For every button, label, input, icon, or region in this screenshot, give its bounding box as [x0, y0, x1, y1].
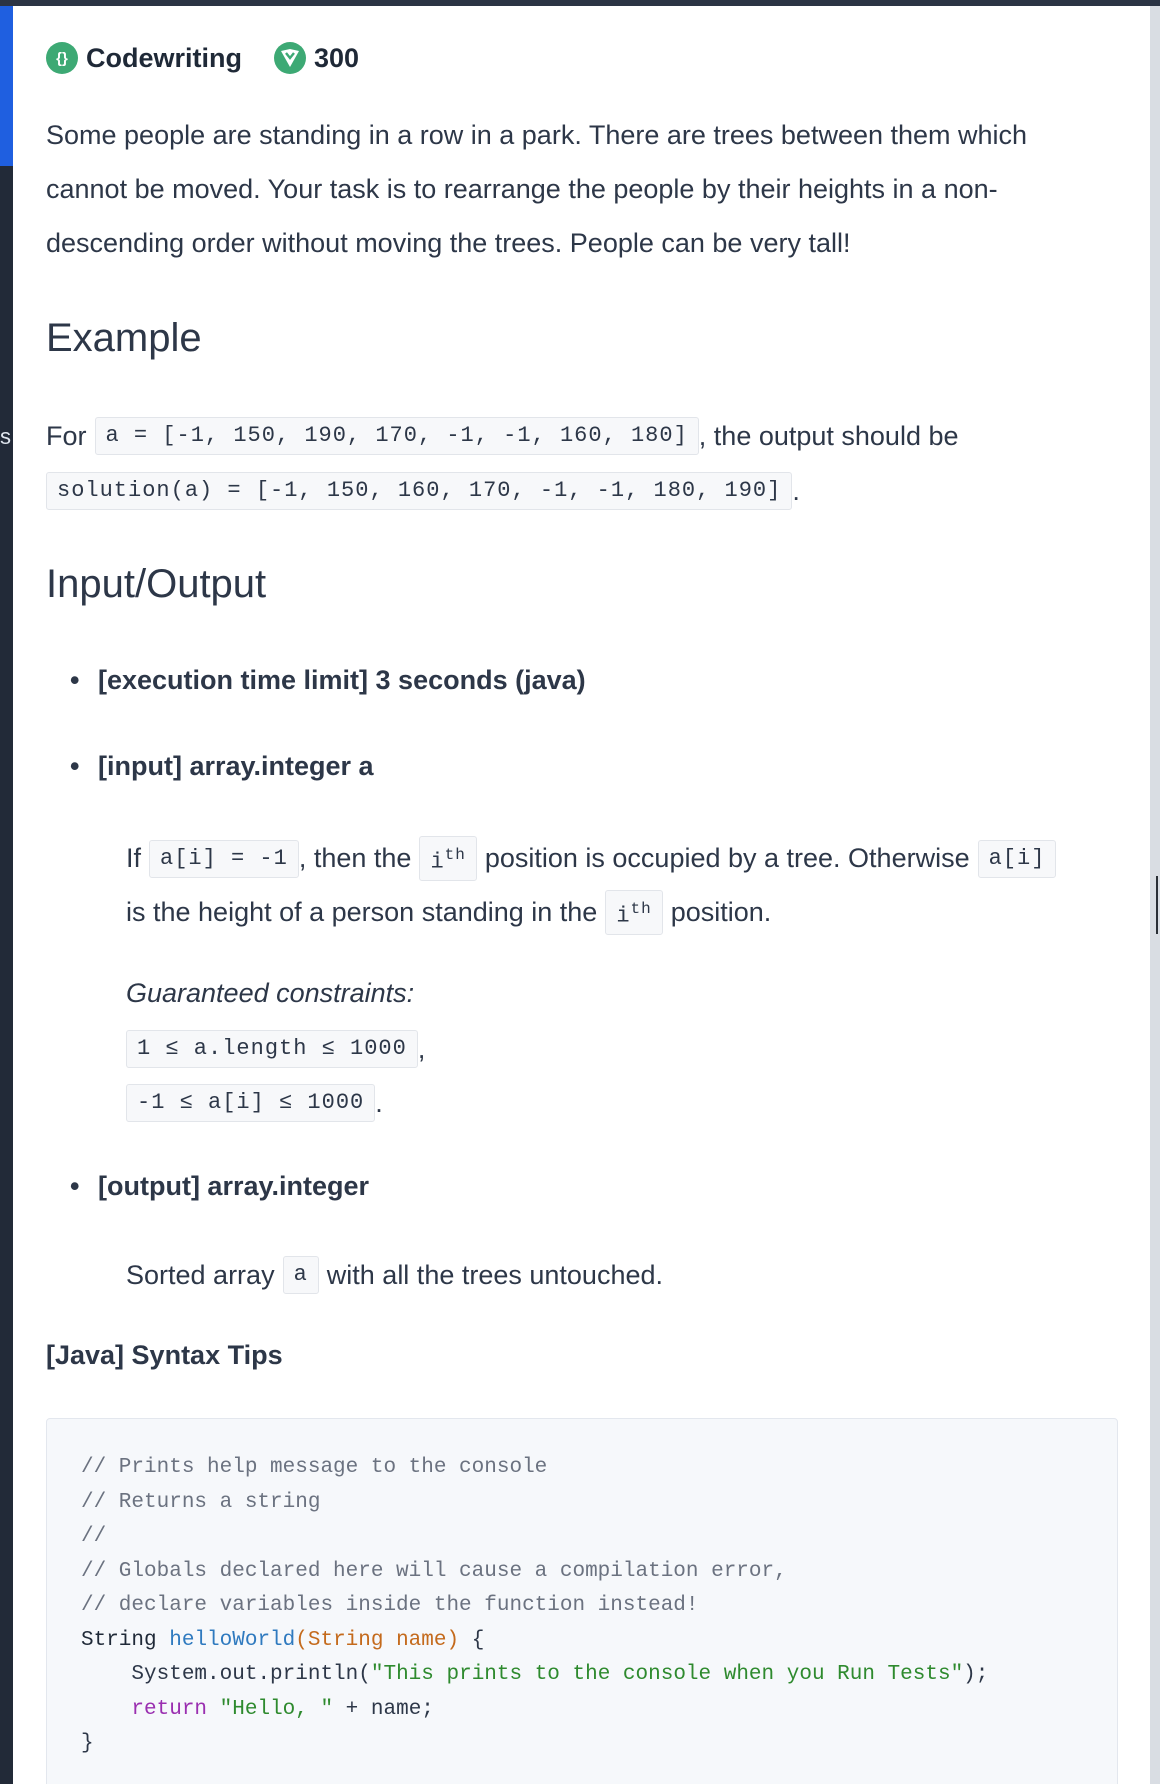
constraint-1-line: 1 ≤ a.length ≤ 1000 , — [126, 1030, 425, 1068]
example-for-label: For — [46, 420, 87, 451]
example-line-1: For a = [-1, 150, 190, 170, -1, -1, 160,… — [46, 417, 959, 455]
code-params: (String name) — [295, 1628, 460, 1652]
code-return-type: String — [81, 1628, 157, 1652]
points-shield-icon — [281, 49, 299, 67]
task-header: {} Codewriting 300 — [46, 38, 359, 78]
constraint-2-line: -1 ≤ a[i] ≤ 1000 . — [126, 1084, 383, 1122]
input-desc-mid: position is occupied by a tree. Otherwis… — [484, 843, 970, 874]
syntax-tips-title: [Java] Syntax Tips — [46, 1340, 283, 1370]
example-input-code: a = [-1, 150, 190, 170, -1, -1, 160, 180… — [94, 417, 699, 455]
code-comment-1: // Prints help message to the console — [81, 1456, 548, 1479]
code-comment-5: // declare variables inside the function… — [81, 1594, 699, 1617]
code-comment-2: // Returns a string — [81, 1490, 321, 1514]
code-function-name: helloWorld — [169, 1628, 296, 1652]
constraints-label: Guaranteed constraints: — [126, 978, 415, 1008]
code-return-string: "Hello, " — [219, 1697, 334, 1721]
input-code-tree: a[i] = -1 — [149, 839, 299, 878]
code-return-keyword: return — [131, 1697, 208, 1721]
example-output-text: , the output should be — [698, 420, 959, 451]
constraint-2-code: -1 ≤ a[i] ≤ 1000 — [126, 1084, 376, 1122]
code-print-end: ); — [963, 1663, 989, 1686]
example-period: . — [792, 475, 800, 506]
input-desc-line2-text: is the height of a person standing in th… — [126, 897, 598, 928]
syntax-tips-code[interactable]: // Prints help message to the console //… — [46, 1418, 1118, 1784]
constraint-1-code: 1 ≤ a.length ≤ 1000 — [126, 1030, 418, 1068]
input-desc-then: , then the — [298, 843, 412, 874]
example-heading: Example — [46, 316, 202, 360]
code-return-rest: + name; — [333, 1697, 434, 1721]
output-title: [output] array.integer — [98, 1171, 370, 1201]
time-limit-item: •[execution time limit] 3 seconds (java) — [70, 665, 586, 695]
code-open-brace: { — [459, 1628, 485, 1652]
scrollbar-track[interactable] — [1150, 6, 1160, 1784]
input-title: [input] array.integer a — [98, 751, 374, 781]
input-code-ith-2: ith — [605, 890, 663, 936]
code-close-brace: } — [81, 1732, 94, 1755]
input-code-ith-1: ith — [419, 836, 477, 882]
time-limit-text: [execution time limit] 3 seconds (java) — [98, 665, 586, 695]
top-bar — [0, 0, 1160, 6]
code-comment-3: // — [81, 1525, 107, 1548]
input-desc-line-1: If a[i] = -1 , then the ith position is … — [126, 836, 1057, 882]
constraint-1-end: , — [417, 1033, 426, 1064]
left-edge-glyph: s — [0, 424, 11, 449]
scrollbar-handle[interactable] — [1156, 876, 1158, 934]
input-desc-line-2: is the height of a person standing in th… — [126, 890, 772, 936]
io-heading: Input/Output — [46, 562, 267, 606]
task-category: Codewriting — [86, 42, 242, 73]
input-code-height: a[i] — [977, 839, 1057, 878]
code-comment-4: // Globals declared here will cause a co… — [81, 1559, 787, 1583]
example-output-code: solution(a) = [-1, 150, 160, 170, -1, -1… — [46, 472, 793, 510]
code-print-string: "This prints to the console when you Run… — [370, 1663, 964, 1686]
output-desc: Sorted array a with all the trees untouc… — [126, 1256, 663, 1294]
left-sidebar-active-indicator — [0, 6, 13, 166]
output-item: •[output] array.integer — [70, 1171, 370, 1201]
constraint-2-end: . — [375, 1087, 383, 1118]
task-points: 300 — [314, 42, 360, 73]
input-item: •[input] array.integer a — [70, 751, 374, 781]
input-desc-if: If — [126, 843, 142, 874]
output-desc-suffix: with all the trees untouched. — [326, 1259, 663, 1290]
points-icon — [274, 42, 306, 74]
example-line-2: solution(a) = [-1, 150, 160, 170, -1, -1… — [46, 472, 800, 510]
code-print-call: System.out.println( — [131, 1663, 371, 1686]
input-desc-end: position. — [670, 897, 772, 928]
codewriting-icon: {} — [46, 42, 78, 74]
task-description: Some people are standing in a row in a p… — [46, 120, 1028, 258]
output-desc-prefix: Sorted array — [126, 1259, 275, 1290]
output-desc-code: a — [282, 1256, 319, 1294]
left-sidebar — [0, 6, 13, 1784]
